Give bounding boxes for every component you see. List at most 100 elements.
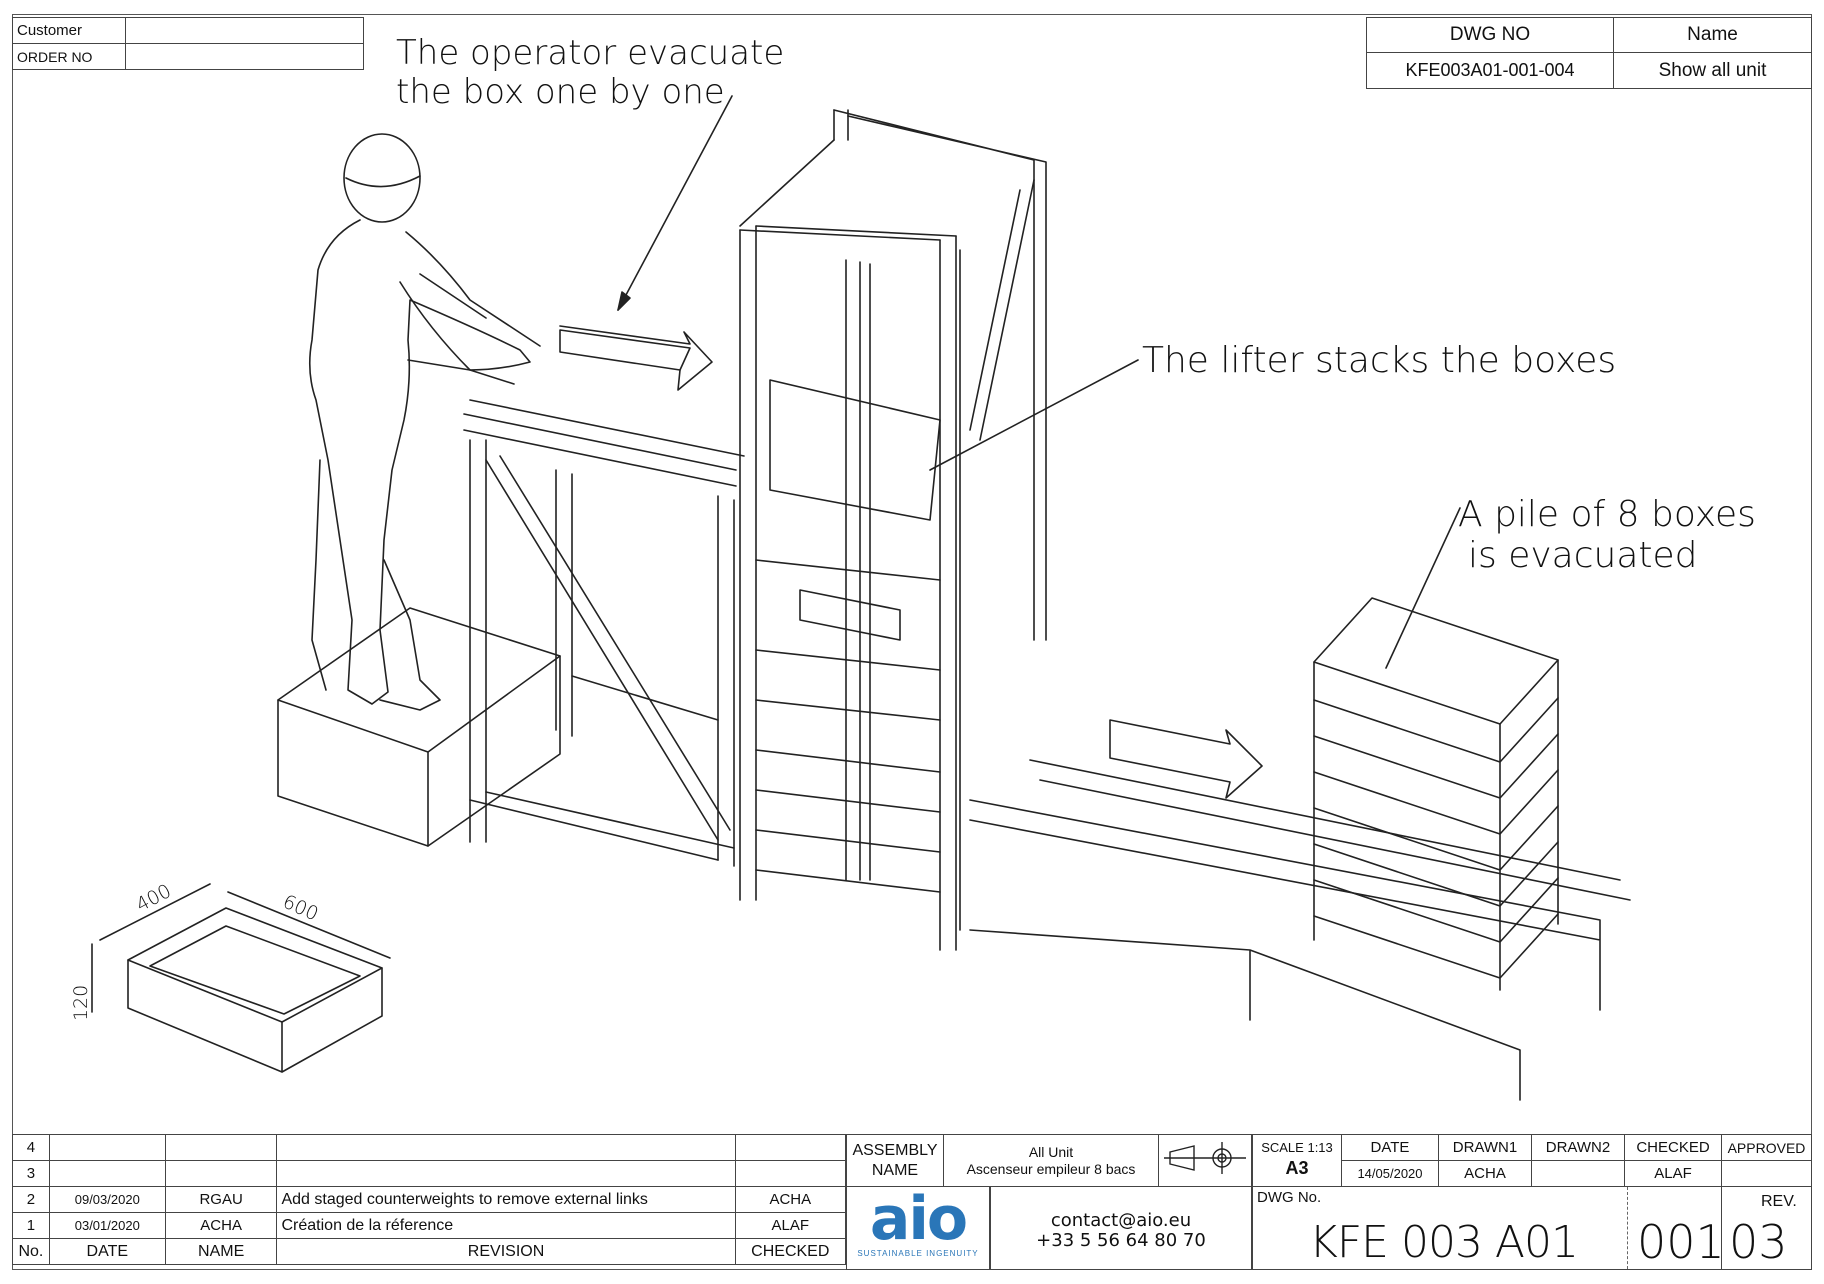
date-label: DATE: [1341, 1134, 1439, 1161]
assembly-label-line1: ASSEMBLY: [852, 1142, 938, 1160]
tower-rungs: [755, 559, 941, 893]
dwg-no-value: KFE003A01-001-004: [1366, 52, 1614, 89]
infeed-table: [463, 325, 745, 867]
pile-leader: [1385, 507, 1461, 669]
date-value: 14/05/2020: [1341, 1160, 1439, 1187]
box-pile: [1313, 597, 1559, 991]
revision-checked: ALAF: [734, 1212, 847, 1239]
revision-revision: [276, 1134, 736, 1161]
operator-note-line2: the box one by one: [396, 72, 725, 113]
customer-block: Customer ORDER NO: [12, 17, 364, 70]
approved-value: [1721, 1160, 1812, 1187]
approval-block: SCALE 1:13 A3 DATE DRAWN1 DRAWN2 CHECKED…: [1252, 1134, 1812, 1187]
pile-note: A pile of 8 boxes is evacuated: [1458, 494, 1756, 577]
revision-name: [164, 1134, 278, 1161]
pile-note-line2: is evacuated: [1468, 535, 1698, 577]
pile-box-lines: [1313, 697, 1559, 979]
revision-head-revision: REVISION: [276, 1238, 736, 1265]
revision-revision: Création de la réference: [276, 1212, 736, 1239]
infeed-diagonal: [485, 455, 731, 841]
lifter-note: The lifter stacks the boxes: [1142, 340, 1617, 381]
contact-phone: +33 5 56 64 80 70: [1036, 1229, 1206, 1251]
projection-symbol: [1158, 1134, 1252, 1187]
assembly-label-line2: NAME: [871, 1161, 919, 1179]
order-value[interactable]: [125, 43, 364, 70]
dwg-divider: [1627, 1187, 1628, 1269]
box-dimension-sketch: [91, 883, 391, 1073]
dim-box-top: [127, 907, 383, 1023]
revision-revision: [276, 1160, 736, 1187]
infeed-legs: [469, 439, 735, 867]
sheet-number: 001: [1637, 1215, 1725, 1269]
tower-top-rails: [739, 139, 957, 241]
drawn2-value: [1531, 1160, 1625, 1187]
revision-name: RGAU: [164, 1186, 278, 1213]
sheet-format: A3: [1285, 1158, 1309, 1179]
drawn1-label: DRAWN1: [1438, 1134, 1532, 1161]
infeed-arrow-box: [559, 329, 691, 371]
operator-leg-front: [379, 559, 441, 711]
infeed-crossbars: [469, 675, 735, 861]
tower-post-right: [939, 235, 961, 951]
contact-box: contact@aio.eu +33 5 56 64 80 70: [990, 1186, 1252, 1270]
logo-tagline: SUSTAINABLE INGENUITY: [857, 1249, 979, 1258]
revision-date: [48, 1134, 166, 1161]
scale-cell: SCALE 1:13 A3: [1252, 1134, 1342, 1187]
operator-note-line1: The operator evacuate: [396, 33, 785, 73]
rev-label: REV.: [1761, 1193, 1797, 1210]
dim-height: 120: [70, 984, 93, 1022]
step-top: [277, 607, 561, 753]
revision-checked: ACHA: [734, 1186, 847, 1213]
checked-label: CHECKED: [1624, 1134, 1722, 1161]
name-value: Show all unit: [1613, 52, 1812, 89]
revision-revision: Add staged counterweights to remove exte…: [276, 1186, 736, 1213]
tower-braces: [969, 179, 1035, 441]
outfeed-conveyor: [969, 719, 1631, 1101]
assembly-block: ASSEMBLY NAME All Unit Ascenseur empileu…: [846, 1134, 1252, 1187]
revision-row: 4: [12, 1134, 847, 1161]
step-side: [427, 655, 561, 847]
assembly-value-line1: All Unit: [1028, 1144, 1074, 1161]
lifter-tower: [739, 109, 1047, 951]
operator-body: [308, 219, 531, 705]
leader-lines: [617, 95, 1461, 669]
revision-date: 03/01/2020: [48, 1212, 166, 1239]
revision-no: 1: [12, 1212, 50, 1239]
projection-cone-icon: [1169, 1145, 1195, 1171]
operator-leg: [311, 459, 327, 691]
order-label: ORDER NO: [12, 43, 126, 70]
revision-no: 2: [12, 1186, 50, 1213]
step-front: [277, 699, 429, 847]
revision-head-date: DATE: [48, 1238, 166, 1265]
scale-value: 1:13: [1307, 1140, 1333, 1156]
revision-date: [48, 1160, 166, 1187]
revision-no: 3: [12, 1160, 50, 1187]
dwg-block: DWG NO Name KFE003A01-001-004 Show all u…: [1366, 17, 1812, 89]
operator-leader: [617, 95, 733, 311]
dim-lines: [91, 883, 391, 1013]
dwg-number-value: KFE 003 A01: [1309, 1217, 1579, 1268]
customer-value[interactable]: [125, 17, 364, 44]
operator-note: The operator evacuate the box one by one: [396, 33, 785, 113]
lifter-fork: [799, 589, 901, 641]
dim-box-inner: [149, 925, 361, 1015]
infeed-rails: [463, 399, 745, 487]
drawn1-value: ACHA: [1438, 1160, 1532, 1187]
pile-note-line1: A pile of 8 boxes: [1458, 494, 1756, 535]
outfeed-rail-far: [1029, 759, 1631, 901]
tower-post-left: [739, 109, 849, 901]
operator-arm-right: [399, 281, 515, 385]
assembly-label: ASSEMBLY NAME: [846, 1134, 944, 1187]
revision-head-checked: CHECKED: [734, 1238, 847, 1265]
contact-email[interactable]: contact@aio.eu: [1050, 1210, 1192, 1231]
revision-name: ACHA: [164, 1212, 278, 1239]
revision-row: 3: [12, 1160, 847, 1187]
dim-box-sides: [127, 959, 383, 1073]
operator-visor: [345, 175, 421, 188]
outfeed-arrow: [1109, 719, 1263, 799]
operator-arm-left: [405, 231, 541, 347]
operator-leader-arrow: [617, 291, 631, 311]
